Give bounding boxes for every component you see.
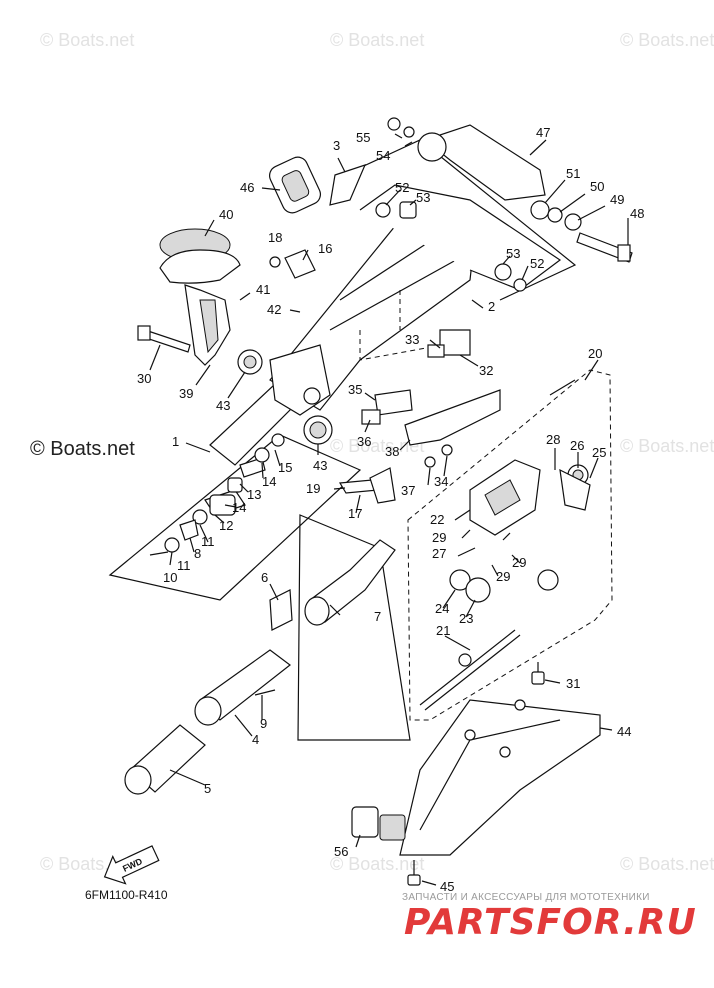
callout-40: 40: [219, 207, 233, 222]
callout-6: 6: [261, 570, 268, 585]
mid-brackets: [361, 329, 501, 468]
callout-24: 24: [435, 601, 449, 616]
callout-14b: 14: [262, 474, 276, 489]
callout-36: 36: [357, 434, 371, 449]
callout-35: 35: [348, 382, 362, 397]
callout-22: 22: [430, 512, 444, 527]
callout-56: 56: [334, 844, 348, 859]
callout-16: 16: [318, 241, 332, 256]
tiller-head: [159, 228, 263, 375]
watermark-top-right: © Boats.net: [620, 30, 714, 50]
callout-11b: 11: [177, 558, 191, 573]
bolt-30: [137, 325, 191, 353]
grip-parts: [124, 539, 396, 795]
watermark-top-center: © Boats.net: [330, 30, 424, 50]
watermark-top-left: © Boats.net: [40, 30, 134, 50]
callout-12: 12: [219, 518, 233, 533]
callout-54: 54: [376, 148, 390, 163]
throttle-small-parts: [149, 433, 285, 556]
callout-8: 8: [194, 546, 201, 561]
tiller-housing: [399, 699, 601, 856]
callout-43a: 43: [216, 398, 230, 413]
callout-53b: 53: [506, 246, 520, 261]
shop-caption: ЗАПЧАСТИ И АКСЕССУАРЫ ДЛЯ МОТОТЕХНИКИ: [402, 892, 650, 903]
callout-32: 32: [479, 363, 493, 378]
upper-right-parts: [417, 124, 633, 263]
callout-47: 47: [536, 125, 550, 140]
callout-21: 21: [436, 623, 450, 638]
callout-49: 49: [610, 192, 624, 207]
callout-43b: 43: [313, 458, 327, 473]
callout-18: 18: [268, 230, 282, 245]
callout-28: 28: [546, 432, 560, 447]
callout-31: 31: [566, 676, 580, 691]
watermark-bottom-right: © Boats.net: [620, 854, 714, 874]
screw-45: [407, 860, 421, 886]
callout-30: 30: [137, 371, 151, 386]
callout-15: 15: [278, 460, 292, 475]
shop-logo: PARTSFOR.RU: [404, 902, 697, 943]
callout-48: 48: [630, 206, 644, 221]
handle-group-outline: [297, 514, 411, 741]
tiller-shaft: [209, 344, 333, 466]
callout-11a: 11: [201, 534, 215, 549]
top-misc-parts: [268, 117, 527, 292]
leader-lines: [149, 133, 629, 886]
callout-29a: 29: [432, 530, 446, 545]
callout-51: 51: [566, 166, 580, 181]
diagram-code: 6FM1100-R410: [85, 888, 168, 902]
callout-27: 27: [432, 546, 446, 561]
callout-1: 1: [172, 434, 179, 449]
callout-34: 34: [434, 474, 448, 489]
callout-5: 5: [204, 781, 211, 796]
callout-33: 33: [405, 332, 419, 347]
callout-52a: 52: [395, 180, 409, 195]
callout-50: 50: [590, 179, 604, 194]
cable-holder: [351, 806, 406, 841]
callout-45: 45: [440, 879, 454, 894]
callout-37: 37: [401, 483, 415, 498]
watermark-bottom-center: © Boats.net: [330, 854, 424, 874]
callout-25: 25: [592, 445, 606, 460]
callout-23: 23: [459, 611, 473, 626]
callout-13: 13: [247, 487, 261, 502]
callout-2: 2: [488, 299, 495, 314]
callout-3: 3: [333, 138, 340, 153]
callout-29c: 29: [512, 555, 526, 570]
callout-52b: 52: [530, 256, 544, 271]
control-parts: [419, 379, 591, 711]
callout-20: 20: [588, 346, 602, 361]
callout-19: 19: [306, 481, 320, 496]
callout-9: 9: [260, 716, 267, 731]
callout-14a: 14: [232, 500, 246, 515]
bracket-outline: [354, 139, 577, 301]
callout-42: 42: [267, 302, 281, 317]
fwd-arrow: FWD: [103, 845, 160, 885]
callout-7: 7: [374, 609, 381, 624]
callout-44: 44: [617, 724, 631, 739]
callout-55: 55: [356, 130, 370, 145]
screw-31: [531, 662, 545, 685]
watermark-mid-right: © Boats.net: [620, 436, 714, 456]
brand-watermark: © Boats.net: [30, 438, 135, 460]
callout-17: 17: [348, 506, 362, 521]
shift-lever: [338, 467, 396, 504]
callout-39: 39: [179, 386, 193, 401]
callout-26: 26: [570, 438, 584, 453]
watermark-mid-center: © Boats.net: [330, 436, 424, 456]
throttle-group-outline: [108, 434, 362, 601]
callout-29b: 29: [496, 569, 510, 584]
callout-46: 46: [240, 180, 254, 195]
callout-53a: 53: [416, 190, 430, 205]
callout-4: 4: [252, 732, 259, 747]
callout-10: 10: [163, 570, 177, 585]
callout-38: 38: [385, 444, 399, 459]
callout-41: 41: [256, 282, 270, 297]
callout-labels: 1 2 3 4 5 6 7 8 9 10 11 11 12 13 14 14 1…: [137, 125, 644, 894]
